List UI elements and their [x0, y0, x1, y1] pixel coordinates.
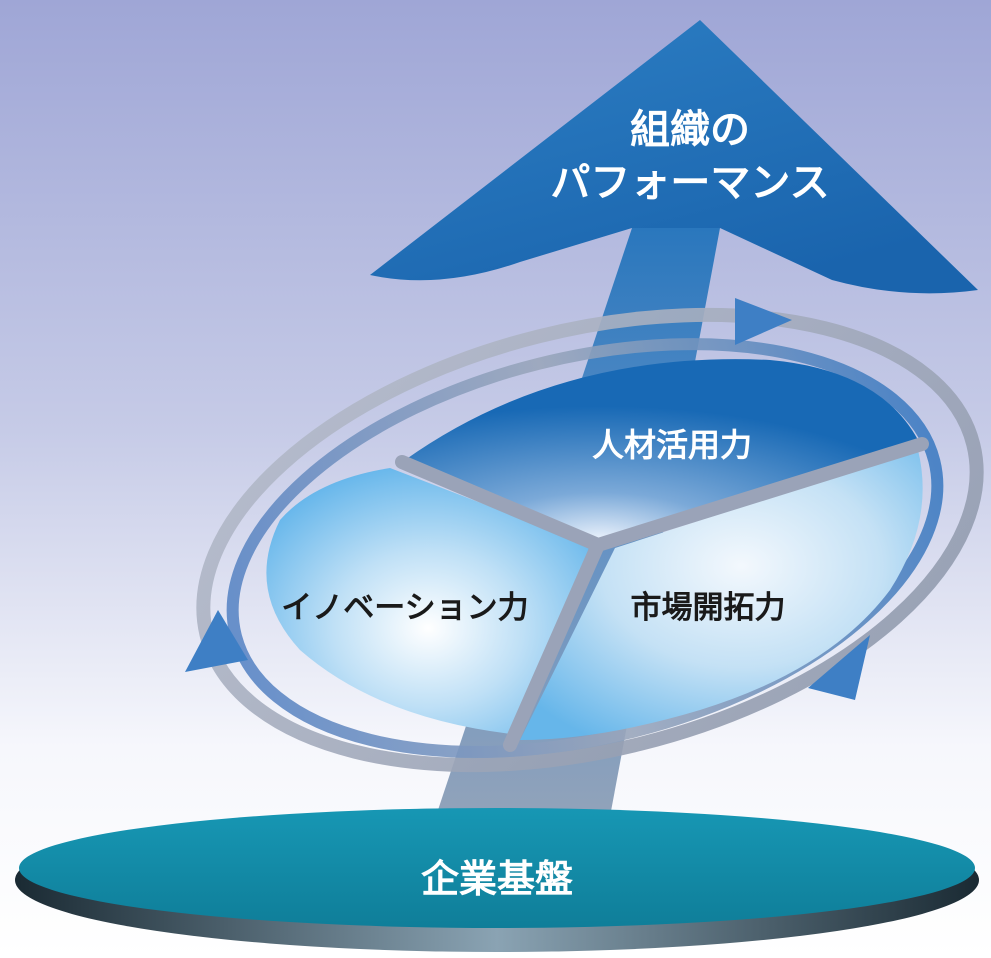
- arrow-label-line1: 組織の: [630, 107, 750, 153]
- arrow-label-line2: パフォーマンス: [550, 160, 829, 206]
- cycle-arrow-left-icon: [185, 610, 248, 672]
- base-label: 企業基盤: [421, 857, 573, 901]
- segment-divider: [503, 538, 605, 752]
- segment-top: [405, 359, 918, 548]
- arrow-head: [370, 20, 978, 294]
- segment-top-label: 人材活用力: [592, 426, 752, 464]
- segment-left: [266, 468, 590, 735]
- segment-divider: [395, 455, 605, 552]
- base-platform: [19, 808, 975, 928]
- cycle-ring-inner: [226, 338, 944, 758]
- segment-right-label: 市場開拓力: [631, 590, 786, 626]
- segment-left-label: イノベーション力: [281, 590, 528, 626]
- cycle-arrow-right-icon: [808, 635, 870, 700]
- cycle-arrow-top-icon: [735, 298, 792, 345]
- segment-divider: [591, 437, 929, 552]
- segment-right: [520, 450, 923, 740]
